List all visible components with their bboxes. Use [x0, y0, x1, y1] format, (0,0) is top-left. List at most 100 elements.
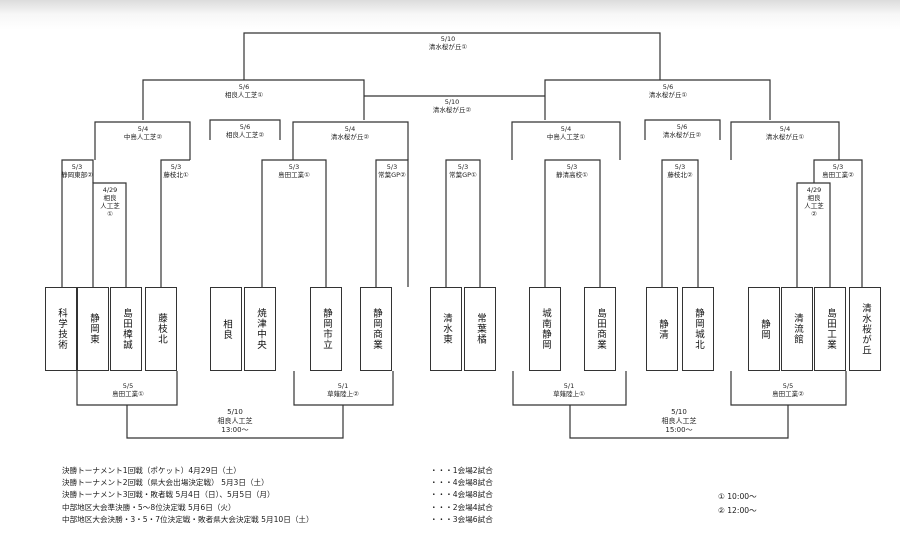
team-box: 静岡東 — [77, 287, 109, 371]
semi-label-right: 5/6 清水桜が丘① — [640, 83, 696, 99]
quarter-2-date: 5/4 — [344, 125, 356, 133]
third-place-date: 5/10 — [444, 98, 460, 106]
quarter-1-venue: 中島人工芝② — [123, 133, 163, 141]
quarter-1-date: 5/4 — [137, 125, 149, 133]
note-count: ・・・2会場4試合 — [430, 503, 493, 512]
note-line: 決勝トーナメント1回戦（ポケット）4月29日（土） — [62, 466, 241, 475]
pocket-left-venue2: 人工芝 — [100, 202, 120, 210]
team-name: 清流館 — [792, 313, 803, 345]
pocket-left-date: 4/29 — [102, 186, 118, 194]
round2-label-7: 5/3 藤枝北② — [655, 163, 705, 179]
team-box: 島田工業 — [814, 287, 846, 371]
lower-match-label-2: 5/1 草薙陸上② — [313, 382, 373, 398]
round2-8-venue: 島田工業② — [822, 171, 854, 179]
note-count: ・・・3会場6試合 — [430, 515, 493, 524]
team-box: 科学技術 — [45, 287, 77, 371]
team-box: 静清 — [646, 287, 678, 371]
round2-label-3: 5/3 島田工業① — [269, 163, 319, 179]
round2-label-8: 5/3 島田工業② — [813, 163, 863, 179]
lower-final-left-time: 13:00〜 — [221, 426, 249, 434]
quarter-4-venue: 清水桜が丘① — [765, 133, 805, 141]
legend-item: ① 10:00〜 — [718, 492, 757, 501]
legend-item: ② 12:00〜 — [718, 506, 757, 515]
team-name: 島田樟誠 — [121, 308, 132, 350]
repechage-left-venue: 相良人工芝② — [225, 131, 265, 139]
lower-final-right-date: 5/10 — [671, 408, 687, 416]
team-box: 城南静岡 — [529, 287, 561, 371]
pocket-label-left: 4/29 相良 人工芝 ① — [95, 186, 125, 218]
round2-1-date: 5/3 — [71, 163, 83, 171]
team-name: 清水東 — [441, 313, 452, 345]
pocket-right-venue: 相良 — [807, 194, 821, 202]
final-label: 5/10 清水桜が丘① — [420, 35, 476, 51]
repechage-right-venue: 清水桜が丘② — [662, 131, 702, 139]
lower-match-label-3: 5/1 草薙陸上① — [539, 382, 599, 398]
lower-final-label-left: 5/10 相良人工芝 13:00〜 — [205, 408, 265, 435]
note-line: 中部地区大会準決勝・5〜8位決定戦 5月6日（火） — [62, 503, 236, 512]
round2-1-venue: 静岡東部② — [61, 171, 93, 179]
quarter-label-1: 5/4 中島人工芝② — [115, 125, 171, 141]
team-box: 静岡商業 — [360, 287, 392, 371]
round2-6-date: 5/3 — [566, 163, 578, 171]
pocket-right-venue2: 人工芝 — [804, 202, 824, 210]
repechage-left-date: 5/6 — [239, 123, 251, 131]
team-name: 静清 — [657, 318, 668, 340]
team-box: 清水桜が丘 — [849, 287, 881, 371]
lower-final-label-right: 5/10 相良人工芝 15:00〜 — [649, 408, 709, 435]
team-box: 藤枝北 — [145, 287, 177, 371]
round2-label-1: 5/3 静岡東部② — [52, 163, 102, 179]
lower-final-right-venue: 相良人工芝 — [661, 417, 697, 425]
lower-match-2-date: 5/1 — [337, 382, 349, 390]
team-name: 相良 — [221, 318, 232, 340]
round2-2-date: 5/3 — [170, 163, 182, 171]
semi-right-date: 5/6 — [662, 83, 674, 91]
round2-label-5: 5/3 常葉GP① — [438, 163, 488, 179]
third-place-label: 5/10 清水桜が丘② — [424, 98, 480, 114]
round2-label-4: 5/3 常葉GP② — [367, 163, 417, 179]
lower-match-label-1: 5/5 島田工業① — [98, 382, 158, 398]
semi-right-venue: 清水桜が丘① — [648, 91, 688, 99]
lower-match-1-venue: 島田工業① — [112, 390, 144, 398]
pocket-right-slot: ② — [811, 210, 817, 218]
round2-8-date: 5/3 — [832, 163, 844, 171]
team-box: 清水東 — [430, 287, 462, 371]
team-box: 常葉橘 — [464, 287, 496, 371]
lower-match-label-4: 5/5 島田工業② — [758, 382, 818, 398]
lower-match-4-date: 5/5 — [782, 382, 794, 390]
team-box: 静岡城北 — [682, 287, 714, 371]
team-name: 島田工業 — [825, 308, 836, 350]
round2-7-venue: 藤枝北② — [667, 171, 693, 179]
round2-5-venue: 常葉GP① — [449, 171, 477, 179]
quarter-3-venue: 中島人工芝① — [546, 133, 586, 141]
note-line: 中部地区大会決勝・3・5・7位決定戦・敗者県大会決定戦 5月10日（土） — [62, 515, 314, 524]
round2-7-date: 5/3 — [674, 163, 686, 171]
round2-4-venue: 常葉GP② — [378, 171, 406, 179]
repechage-label-right: 5/6 清水桜が丘② — [654, 123, 710, 139]
team-name: 清水桜が丘 — [860, 302, 871, 356]
final-venue: 清水桜が丘① — [428, 43, 468, 51]
third-place-venue: 清水桜が丘② — [432, 106, 472, 114]
team-name: 静岡市立 — [321, 308, 332, 350]
lower-match-2-venue: 草薙陸上② — [327, 390, 359, 398]
lower-final-left-date: 5/10 — [227, 408, 243, 416]
team-name: 静岡城北 — [693, 308, 704, 350]
note-count: ・・・4会場8試合 — [430, 490, 493, 499]
quarter-label-4: 5/4 清水桜が丘① — [757, 125, 813, 141]
final-date: 5/10 — [440, 35, 456, 43]
lower-final-right-time: 15:00〜 — [665, 426, 693, 434]
team-box: 島田商業 — [584, 287, 616, 371]
team-name: 焼津中央 — [255, 308, 266, 350]
team-box: 清流館 — [781, 287, 813, 371]
quarter-4-date: 5/4 — [779, 125, 791, 133]
repechage-right-date: 5/6 — [676, 123, 688, 131]
lower-match-4-venue: 島田工業② — [772, 390, 804, 398]
semi-left-date: 5/6 — [238, 83, 250, 91]
semi-label-left: 5/6 相良人工芝① — [216, 83, 272, 99]
team-name: 静岡商業 — [371, 308, 382, 350]
team-box: 島田樟誠 — [110, 287, 142, 371]
round2-label-2: 5/3 藤枝北① — [151, 163, 201, 179]
team-name: 科学技術 — [56, 308, 67, 350]
pocket-label-right: 4/29 相良 人工芝 ② — [799, 186, 829, 218]
round2-4-date: 5/3 — [386, 163, 398, 171]
